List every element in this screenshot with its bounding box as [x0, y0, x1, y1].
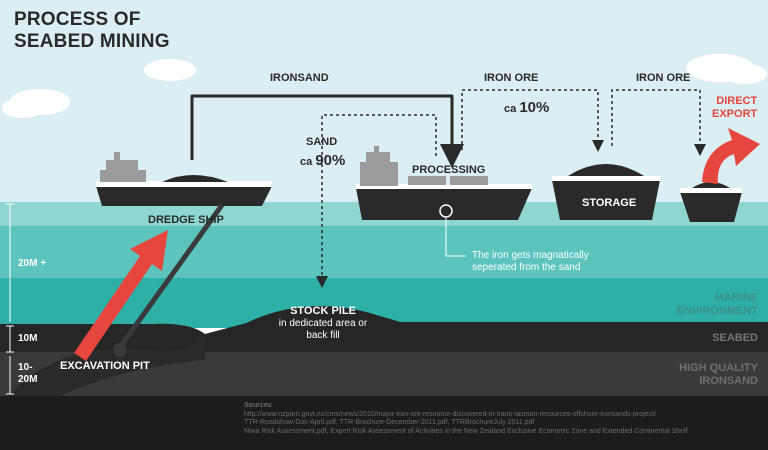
- hq-line-2: IRONSAND: [699, 375, 758, 387]
- source-line-2: TTR-Roadshow-Doc-April.pdf, TTR-Brochure…: [244, 419, 535, 426]
- magnetic-note-pointer: [445, 218, 466, 257]
- stock-pile-mound: [240, 306, 405, 326]
- direct-export-line-1: DIRECT: [716, 95, 758, 107]
- processing-ship: [356, 146, 532, 220]
- seabed-layer: [0, 309, 768, 354]
- water-depth-label: 20M +: [18, 258, 47, 269]
- storage-vessel: [552, 164, 660, 220]
- sand-percent: ca 90%: [300, 152, 345, 169]
- magnetic-separation-note: The iron gets magnatically seperated fro…: [472, 250, 589, 274]
- title-line-1: PROCESS OF: [14, 9, 141, 30]
- sand-flow-line: [316, 114, 437, 288]
- depth-scale: [6, 203, 14, 395]
- iron-ore-flow-label-2: IRON ORE: [636, 72, 691, 84]
- high-quality-ironsand-label: HIGH QUALITY IRONSAND: [679, 362, 758, 388]
- pit-depth-label: 10- 20M: [18, 362, 37, 386]
- clouds: [2, 54, 767, 118]
- stock-pile-title: STOCK PILE: [290, 305, 356, 317]
- water-mid: [0, 226, 768, 278]
- stock-pile-line-1: in dedicated area or: [278, 318, 368, 329]
- marine-line-2: ENVIRONMENT: [676, 305, 758, 317]
- seabed-depth-label: 10M: [18, 333, 38, 344]
- ironsand-lift-arrow: [74, 230, 168, 361]
- hq-line-1: HIGH QUALITY: [679, 362, 758, 374]
- dredge-ship: [96, 152, 272, 206]
- iron-ore-percent-prefix: ca: [504, 103, 517, 115]
- stock-pile-label: STOCK PILE in dedicated area or back fil…: [262, 305, 384, 342]
- ironsand-flow-line: [190, 94, 464, 168]
- marine-environment-label: MARINE ENVIRONMENT: [677, 292, 758, 318]
- source-line-3: Niwa Risk Assessment.pdf, Expert Risk As…: [244, 427, 688, 435]
- diagram-title: PROCESS OF SEABED MINING: [14, 9, 170, 53]
- direct-export-arrow: [702, 128, 760, 184]
- processing-label: PROCESSING: [412, 164, 486, 176]
- sources-block: Sources http://www.nzparn.govt.nz/cms/ne…: [244, 402, 688, 436]
- export-ship: [680, 182, 742, 222]
- sand-flow-label: SAND: [306, 136, 338, 148]
- seabed-zone-label: SEABED: [712, 332, 758, 344]
- iron-ore-percent-value: 10%: [519, 99, 550, 116]
- note-line-1: The iron gets magnatically: [472, 250, 589, 261]
- source-line-1: http://www.nzparn.govt.nz/cms/news/2010/…: [244, 410, 656, 418]
- sources-heading: Sources: [244, 402, 272, 409]
- direct-export-label: DIRECT EXPORT: [712, 95, 757, 121]
- pit-depth-line-1: 10-: [18, 362, 33, 373]
- marine-line-1: MARINE: [714, 292, 758, 304]
- note-line-2: seperated from the sand: [472, 262, 581, 273]
- storage-label: STORAGE: [582, 197, 637, 209]
- iron-ore-flow-label-1: IRON ORE: [484, 72, 539, 84]
- stock-pile-line-2: back fill: [306, 330, 340, 341]
- bottom-band: [0, 396, 768, 450]
- title-line-2: SEABED MINING: [14, 31, 170, 52]
- pit-depth-line-2: 20M: [18, 374, 38, 385]
- excavation-pit-label: EXCAVATION PIT: [60, 360, 150, 372]
- dredge-head: [113, 343, 127, 357]
- excavation-pit: [8, 334, 205, 396]
- iron-ore-flow-line-1: [461, 89, 604, 152]
- sand-percent-prefix: ca: [300, 156, 313, 168]
- ironsand-flow-label: IRONSAND: [270, 72, 329, 84]
- iron-ore-percent: ca 10%: [504, 99, 549, 116]
- iron-ore-flow-line-2: [611, 89, 706, 156]
- dredge-ship-label: DREDGE SHIP: [148, 214, 224, 226]
- direct-export-line-2: EXPORT: [712, 108, 758, 120]
- sand-percent-value: 90%: [315, 152, 346, 169]
- dredge-pipe: [115, 203, 225, 352]
